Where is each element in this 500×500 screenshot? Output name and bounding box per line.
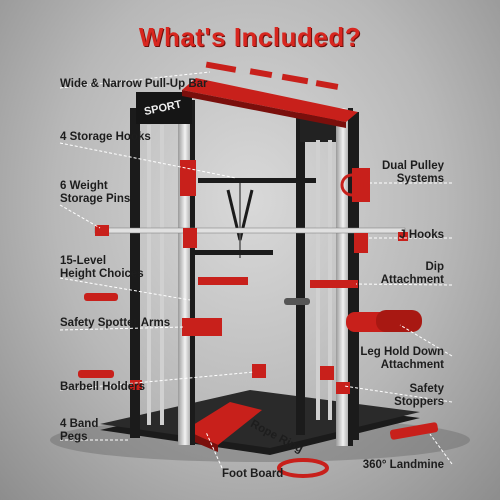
guide-rod-left-2 xyxy=(160,125,164,425)
weight-pin-3 xyxy=(284,298,310,305)
j-hook-left xyxy=(183,228,197,248)
label-storage-hooks: 4 Storage Hooks xyxy=(60,131,151,143)
label-height-line2: Height Choices xyxy=(60,268,144,280)
label-height-line1: 15-Level xyxy=(60,255,107,267)
handle-bar-low xyxy=(195,250,273,255)
pullup-handle-1 xyxy=(205,61,237,73)
leader-dip xyxy=(355,283,453,286)
rear-upright-right-1 xyxy=(296,115,305,435)
left-upright-back xyxy=(130,108,140,438)
label-dip-line2: Attachment xyxy=(380,274,444,286)
leader-safety-stoppers xyxy=(343,385,453,403)
guide-rod-left-1 xyxy=(147,125,151,425)
smith-barbell xyxy=(94,227,406,234)
leader-weight-pins xyxy=(59,204,101,229)
weight-pin-2 xyxy=(78,370,114,378)
pulley-left xyxy=(180,160,196,196)
foot-board xyxy=(185,402,262,445)
safety-stopper-2 xyxy=(130,380,142,390)
label-weight-pins-line2: Storage Pins xyxy=(60,193,131,205)
label-j-hooks: J Hooks xyxy=(399,229,444,241)
top-crossbar-shade xyxy=(182,90,346,128)
barbell-holder-left xyxy=(252,364,266,378)
leader-foot-board xyxy=(205,431,223,469)
label-landmine: 360° Landmine xyxy=(362,459,444,471)
label-spotter-arms: Safety Spotter Arms xyxy=(60,317,171,329)
label-leg-hold-line2: Attachment xyxy=(380,359,444,371)
top-crossbar xyxy=(182,78,358,122)
pullup-handle-3 xyxy=(281,73,309,85)
label-weight-pins-line1: 6 Weight xyxy=(60,180,108,192)
leader-barbell-holders xyxy=(59,371,255,391)
weight-pin-1 xyxy=(84,293,118,301)
label-dual-pulley-line2: Systems xyxy=(396,173,444,185)
label-foot-board: Foot Board xyxy=(222,468,284,480)
label-band-pegs-line2: Pegs xyxy=(60,431,88,443)
label-dip-line1: Dip xyxy=(425,261,444,273)
leader-landmine xyxy=(429,433,453,465)
landmine xyxy=(389,422,439,440)
label-band-pegs-line1: 4 Band xyxy=(60,418,99,430)
lat-bar xyxy=(198,178,316,183)
label-safety-stoppers-line1: Safety xyxy=(409,383,444,395)
leg-roller-2 xyxy=(376,310,422,332)
label-pullup-bar: Wide & Narrow Pull-Up Bar xyxy=(60,78,208,90)
barbell-sleeve-left xyxy=(95,225,109,236)
barbell-holder-right xyxy=(320,366,334,380)
page-title: What's Included? xyxy=(138,22,362,52)
label-safety-stoppers-line2: Stoppers xyxy=(394,396,444,408)
leader-lines xyxy=(59,71,453,469)
rear-upright-right-2 xyxy=(348,112,359,440)
pullup-handle-4 xyxy=(315,80,339,90)
leader-height xyxy=(59,277,191,301)
dip-handle-left xyxy=(198,277,248,285)
safety-stopper-1 xyxy=(336,382,350,394)
pulley-wheel-right xyxy=(340,173,364,197)
pullup-handle-2 xyxy=(249,68,273,79)
leader-spotter xyxy=(59,326,186,331)
right-upright-front xyxy=(336,108,350,446)
label-leg-hold-line1: Leg Hold Down xyxy=(360,346,444,358)
rope-ring xyxy=(277,458,329,478)
spotter-arm-left xyxy=(182,318,222,336)
left-top-box xyxy=(136,92,192,124)
leader-leg-hold xyxy=(399,324,453,357)
right-upright-front-edge xyxy=(348,108,353,446)
leader-pullup xyxy=(59,71,211,89)
dip-handle-right xyxy=(310,280,358,288)
j-hook-right xyxy=(354,233,368,253)
left-upright-front-edge xyxy=(190,100,195,445)
left-upright-front xyxy=(178,100,192,445)
barbell-sleeve-right xyxy=(398,232,408,241)
label-dual-pulley-line1: Dual Pulley xyxy=(382,160,444,172)
label-barbell-holders: Barbell Holders xyxy=(60,381,145,393)
